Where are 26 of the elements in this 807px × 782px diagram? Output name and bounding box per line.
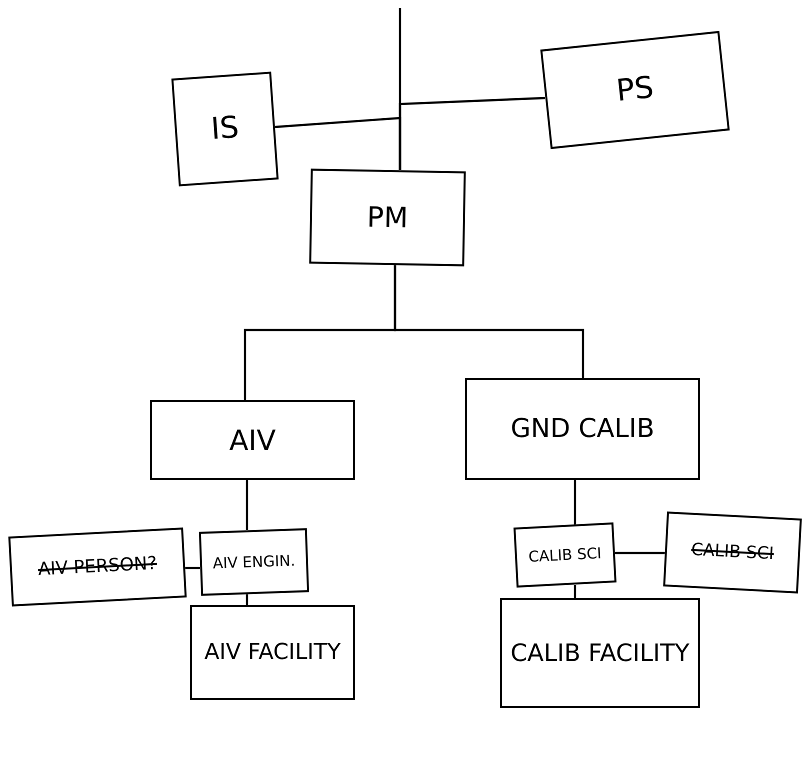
connector-line [394,265,584,378]
box-label: CALIB SCI [528,544,602,566]
box-label: PS [614,69,656,111]
org-box [198,528,310,596]
box-label: IS [210,109,240,149]
box-label: AIV FACILITY [204,638,341,666]
box-label: AIV ENGIN. [212,551,296,573]
crossed-out-label: CALIB SCI [690,540,774,566]
org-box [150,400,355,480]
org-box [514,522,616,588]
box-label: GND CALIB [510,412,654,446]
connector-line [246,480,248,530]
connector-line [185,566,200,570]
connector-line [398,96,546,170]
connector-line [574,480,576,525]
box-label: CALIB FACILITY [510,638,690,668]
connector-line [246,594,248,605]
org-box [190,605,355,700]
crossed-out-label: AIV PERSON? [37,552,158,582]
org-box [309,168,466,266]
connector-line [574,585,576,598]
connector-line [615,552,665,554]
org-box [500,598,700,708]
box-label: PM [366,200,408,236]
box-label: AIV [229,422,276,458]
org-box [465,378,700,480]
